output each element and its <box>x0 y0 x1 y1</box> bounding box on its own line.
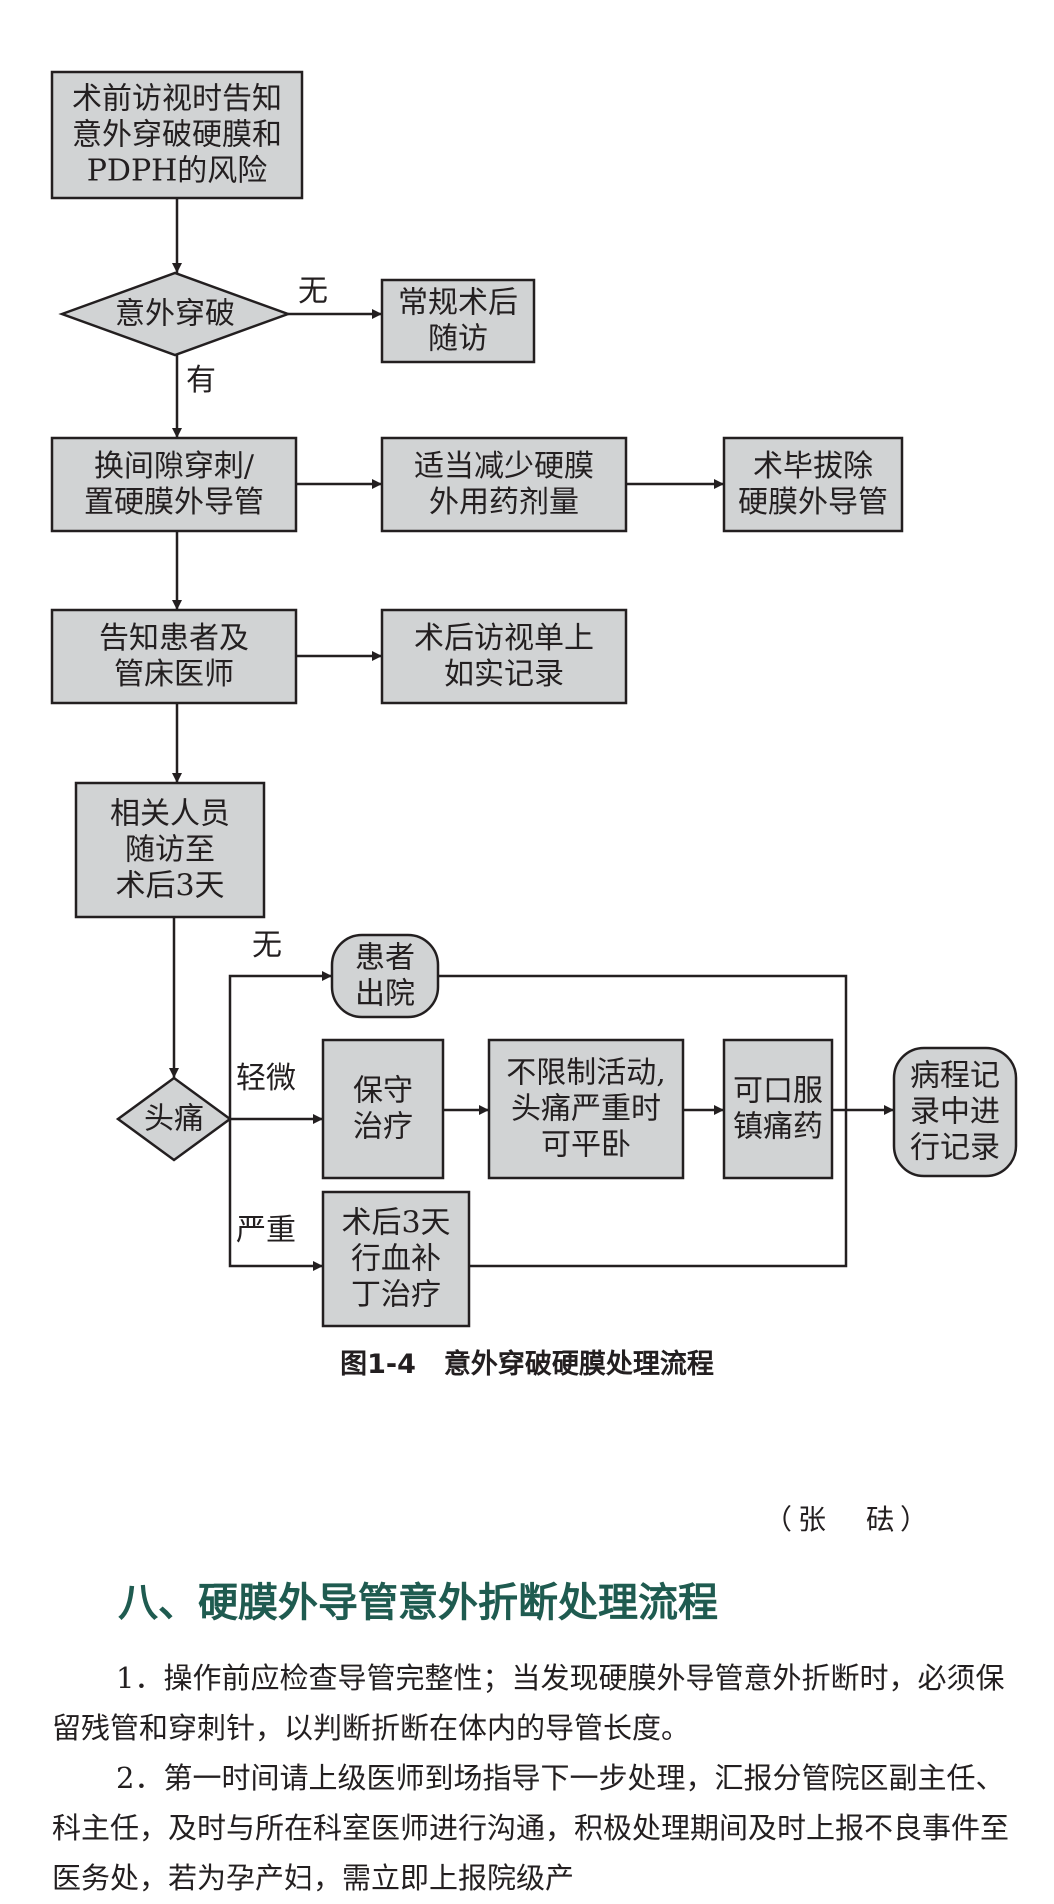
node-label-line: 头痛严重时 <box>511 1092 661 1127</box>
node-label-line: 录中进 <box>910 1095 1000 1130</box>
section-title: 八、硬膜外导管意外折断处理流程 <box>118 1579 718 1626</box>
node-label-line: 硬膜外导管 <box>738 485 888 520</box>
node-label-line: 相关人员 <box>110 797 230 832</box>
edge-merge-right <box>438 974 848 1268</box>
edge-headache-to-patch <box>228 1119 323 1271</box>
node-shape <box>380 436 628 533</box>
node-label-line: 患者 <box>355 941 415 976</box>
figure-caption: 图1-4 意外穿破硬膜处理流程 <box>0 1342 1054 1381</box>
node-label-line: PDPH的风险 <box>87 154 268 189</box>
node-shape <box>50 608 298 705</box>
edge-label-no: 无 <box>298 274 328 309</box>
node-label-line: 可口服 <box>733 1074 823 1109</box>
flow-node-headache: 头痛 <box>115 1076 233 1162</box>
node-label-line: 置硬膜外导管 <box>84 485 264 520</box>
node-label-line: 术后3天 <box>115 869 224 904</box>
node-label-line: 随访 <box>428 322 488 357</box>
node-label-line: 告知患者及 <box>99 621 249 656</box>
node-label-line: 病程记 <box>910 1059 1000 1094</box>
node-shape <box>321 1190 471 1328</box>
edge-label-yes: 有 <box>186 363 216 398</box>
node-shape <box>74 781 266 919</box>
node-label-line: 保守 <box>353 1074 413 1109</box>
node-shape <box>722 1038 834 1180</box>
author-credit: （张 砝） <box>763 1503 934 1536</box>
node-shape <box>115 1076 233 1162</box>
node-label-line: 头痛 <box>144 1102 204 1137</box>
node-shape <box>487 1038 685 1180</box>
flow-node-change: 换间隙穿刺/置硬膜外导管 <box>50 436 298 533</box>
figure-number: 图1-4 <box>340 1349 416 1380</box>
edge-label-no-headache: 无 <box>252 928 282 963</box>
node-label-line: 不限制活动, <box>506 1056 666 1091</box>
flow-nodes: 术前访视时告知意外穿破硬膜和PDPH的风险意外穿破常规术后随访换间隙穿刺/置硬膜… <box>50 70 1018 1328</box>
node-label-line: 意外穿破 <box>115 297 235 332</box>
node-label-line: 随访至 <box>125 833 215 868</box>
node-shape <box>892 1046 1018 1178</box>
figure-title: 意外穿破硬膜处理流程 <box>443 1349 714 1380</box>
node-shape <box>58 271 292 357</box>
node-label-line: 外用药剂量 <box>429 485 579 520</box>
node-label-line: 适当减少硬膜 <box>414 449 594 484</box>
paragraph-1: 1．操作前应检查导管完整性；当发现硬膜外导管意外折断时，必须保留残管和穿刺针，以… <box>52 1661 1005 1745</box>
node-label-line: 术后3天 <box>341 1206 450 1241</box>
node-label-line: 换间隙穿刺/ <box>94 449 255 484</box>
flow-connectors <box>169 198 894 1271</box>
node-shape <box>321 1038 445 1180</box>
edge-headache-to-discharge <box>228 971 332 1119</box>
node-shape <box>380 278 536 364</box>
node-shape <box>330 933 440 1019</box>
node-shape <box>50 436 298 533</box>
flowchart: 术前访视时告知意外穿破硬膜和PDPH的风险意外穿破常规术后随访换间隙穿刺/置硬膜… <box>50 70 1018 1328</box>
node-label-line: 镇痛药 <box>733 1110 823 1145</box>
node-label-line: 出院 <box>355 977 415 1012</box>
node-label-line: 术后访视单上 <box>414 621 594 656</box>
node-label-line: 术毕拔除 <box>753 449 873 484</box>
node-label-line: 行血补 <box>351 1242 441 1277</box>
node-label-line: 意外穿破硬膜和 <box>72 118 282 153</box>
node-label-line: 治疗 <box>353 1110 413 1145</box>
node-label-line: 丁治疗 <box>351 1278 441 1313</box>
node-label-line: 如实记录 <box>444 657 564 692</box>
node-label-line: 管床医师 <box>114 657 234 692</box>
node-shape <box>380 608 628 705</box>
node-label-line: 行记录 <box>910 1131 1000 1166</box>
node-label-line: 常规术后 <box>398 286 518 321</box>
node-label-line: 可平卧 <box>541 1128 631 1163</box>
flow-node-puncture: 意外穿破 <box>58 271 292 357</box>
edge-label-severe: 严重 <box>236 1213 296 1248</box>
node-label-line: 术前访视时告知 <box>72 82 282 117</box>
paragraph-2: 2．第一时间请上级医师到场指导下一步处理，汇报分管院区副主任、科主任，及时与所在… <box>52 1761 1010 1895</box>
node-shape <box>50 70 304 200</box>
edge-label-mild: 轻微 <box>236 1061 296 1096</box>
node-shape <box>722 436 904 533</box>
